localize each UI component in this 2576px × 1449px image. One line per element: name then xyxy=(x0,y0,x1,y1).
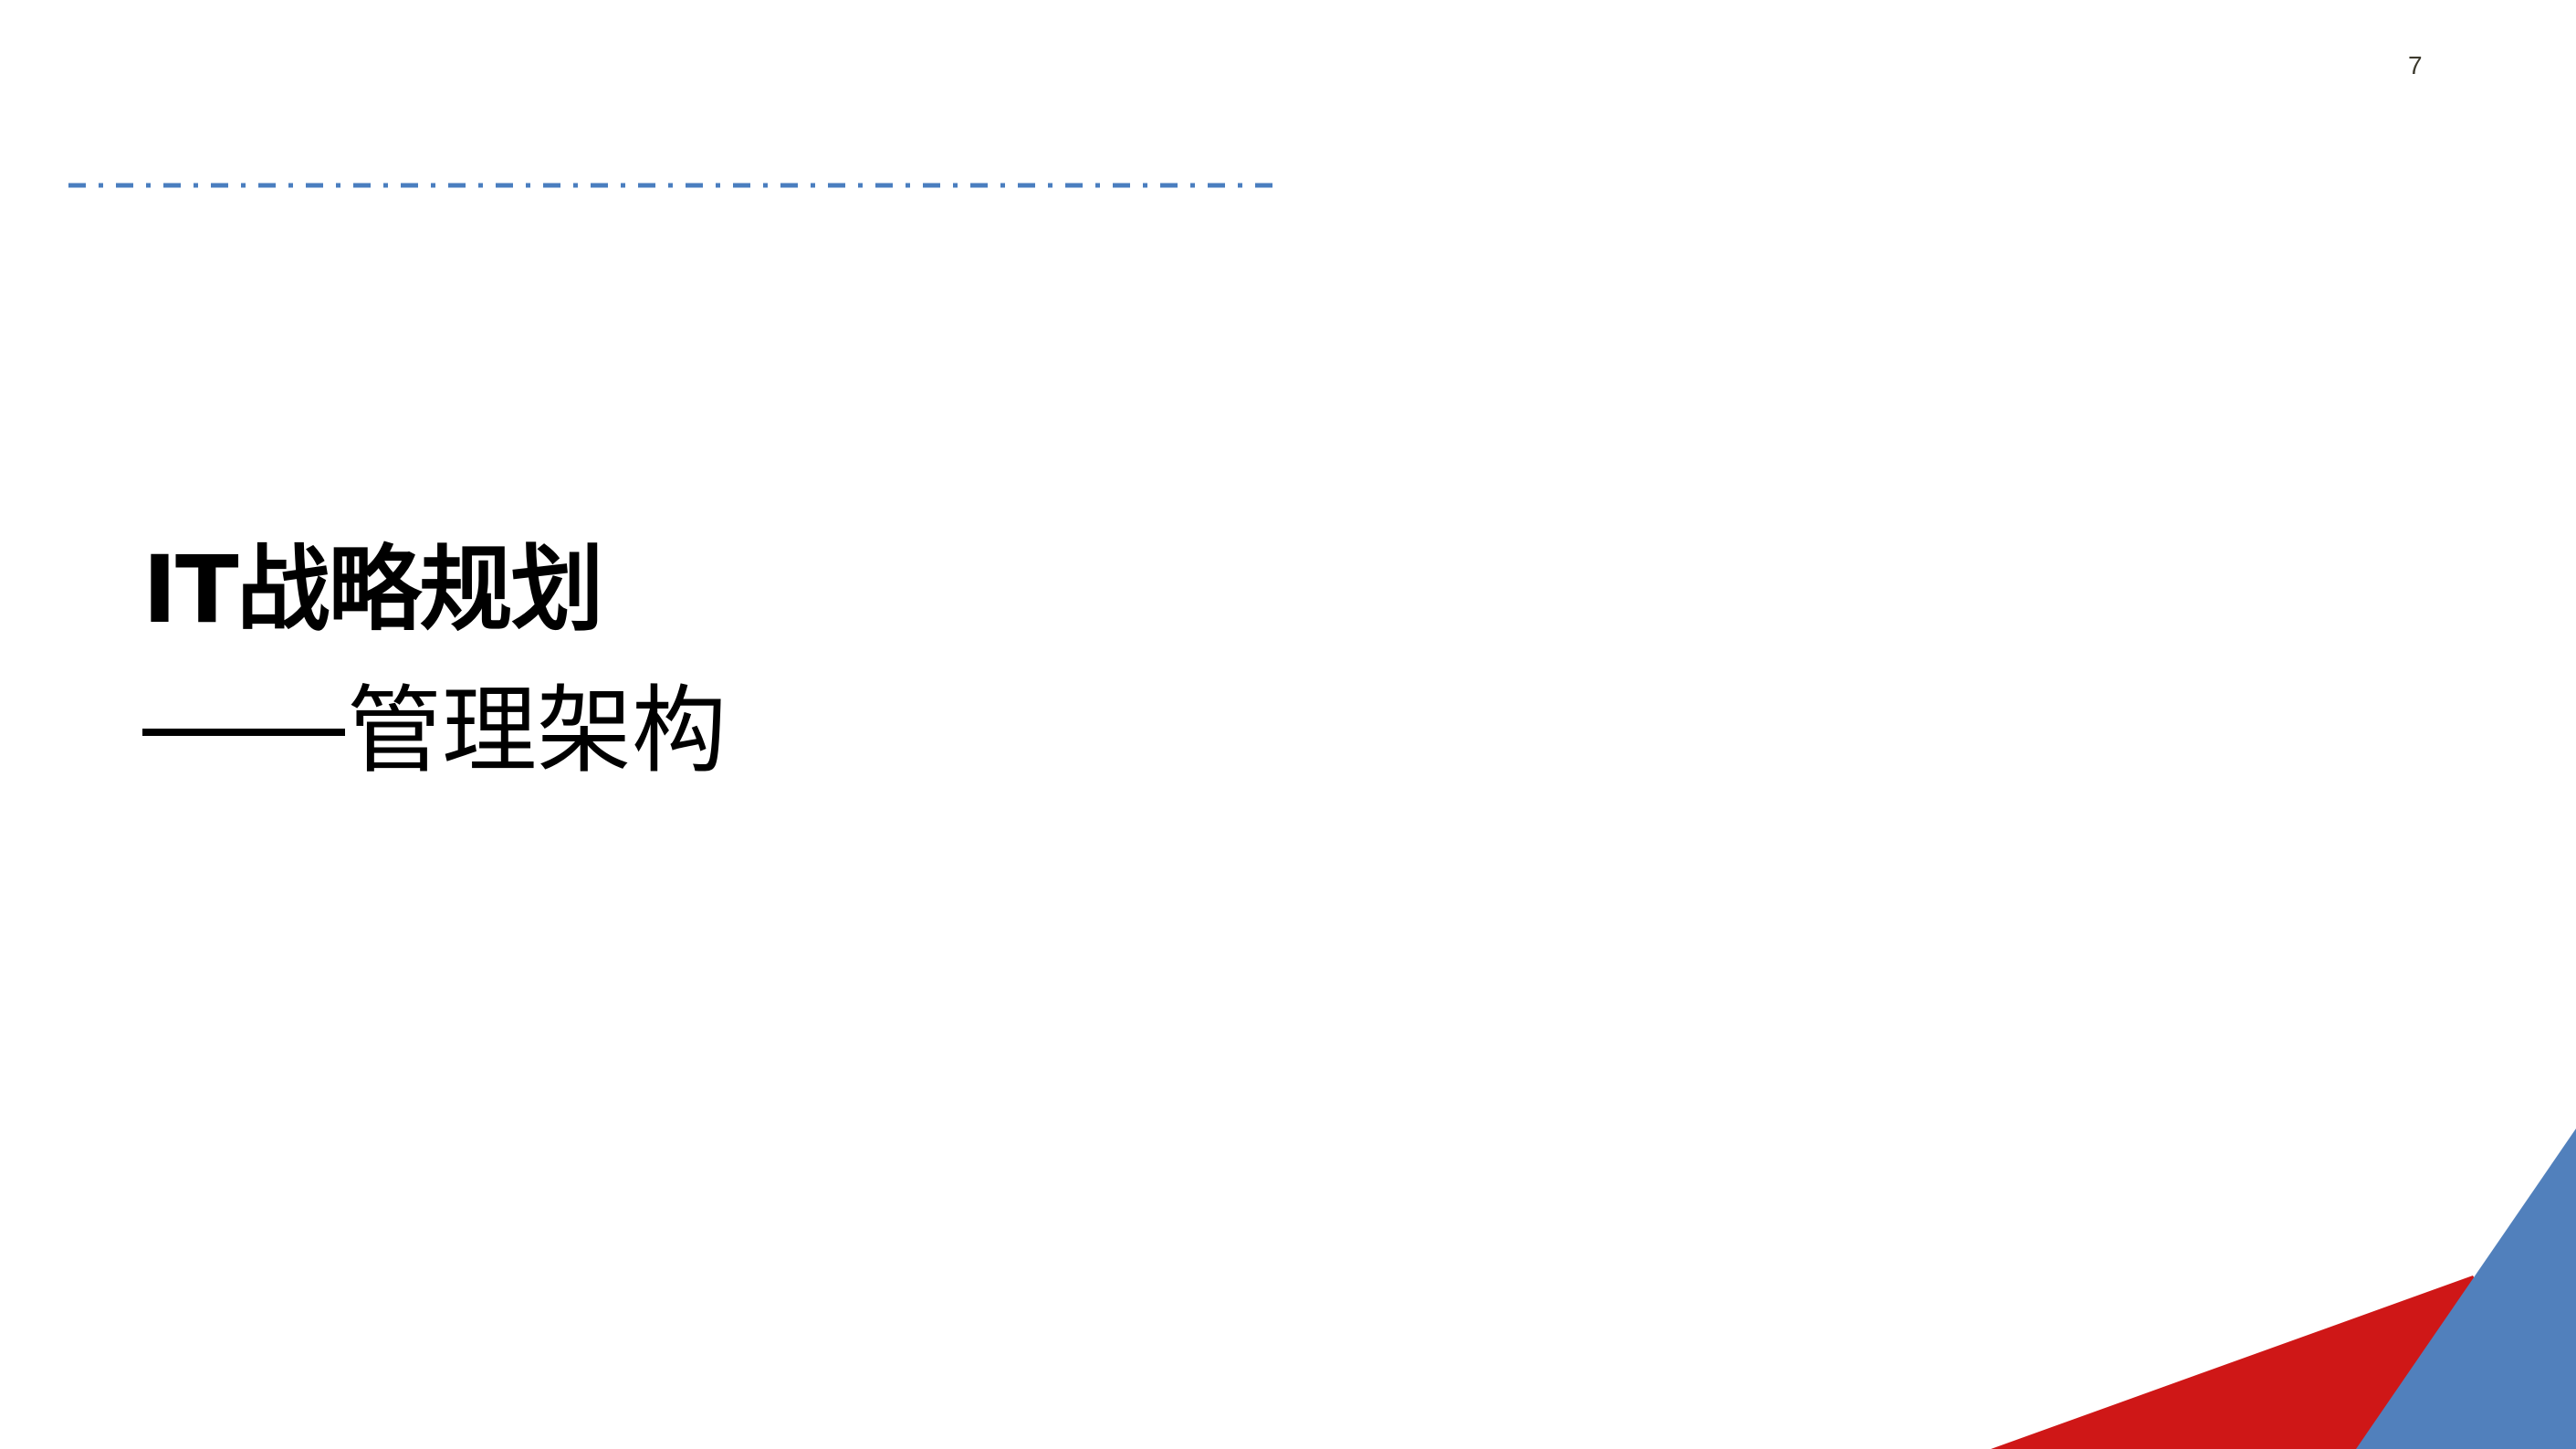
page-number: 7 xyxy=(2408,51,2423,79)
em-dash-line xyxy=(142,729,345,736)
slide-subtitle: 管理架构 xyxy=(142,683,727,778)
slide-title: IT战略规划 xyxy=(142,536,604,645)
title-block: IT战略规划 管理架构 xyxy=(142,544,727,778)
dash-dot-divider-line xyxy=(68,183,1278,188)
red-triangle-shape xyxy=(1991,1276,2576,1449)
subtitle-text: 管理架构 xyxy=(347,675,728,786)
blue-triangle-shape xyxy=(2356,1129,2576,1449)
